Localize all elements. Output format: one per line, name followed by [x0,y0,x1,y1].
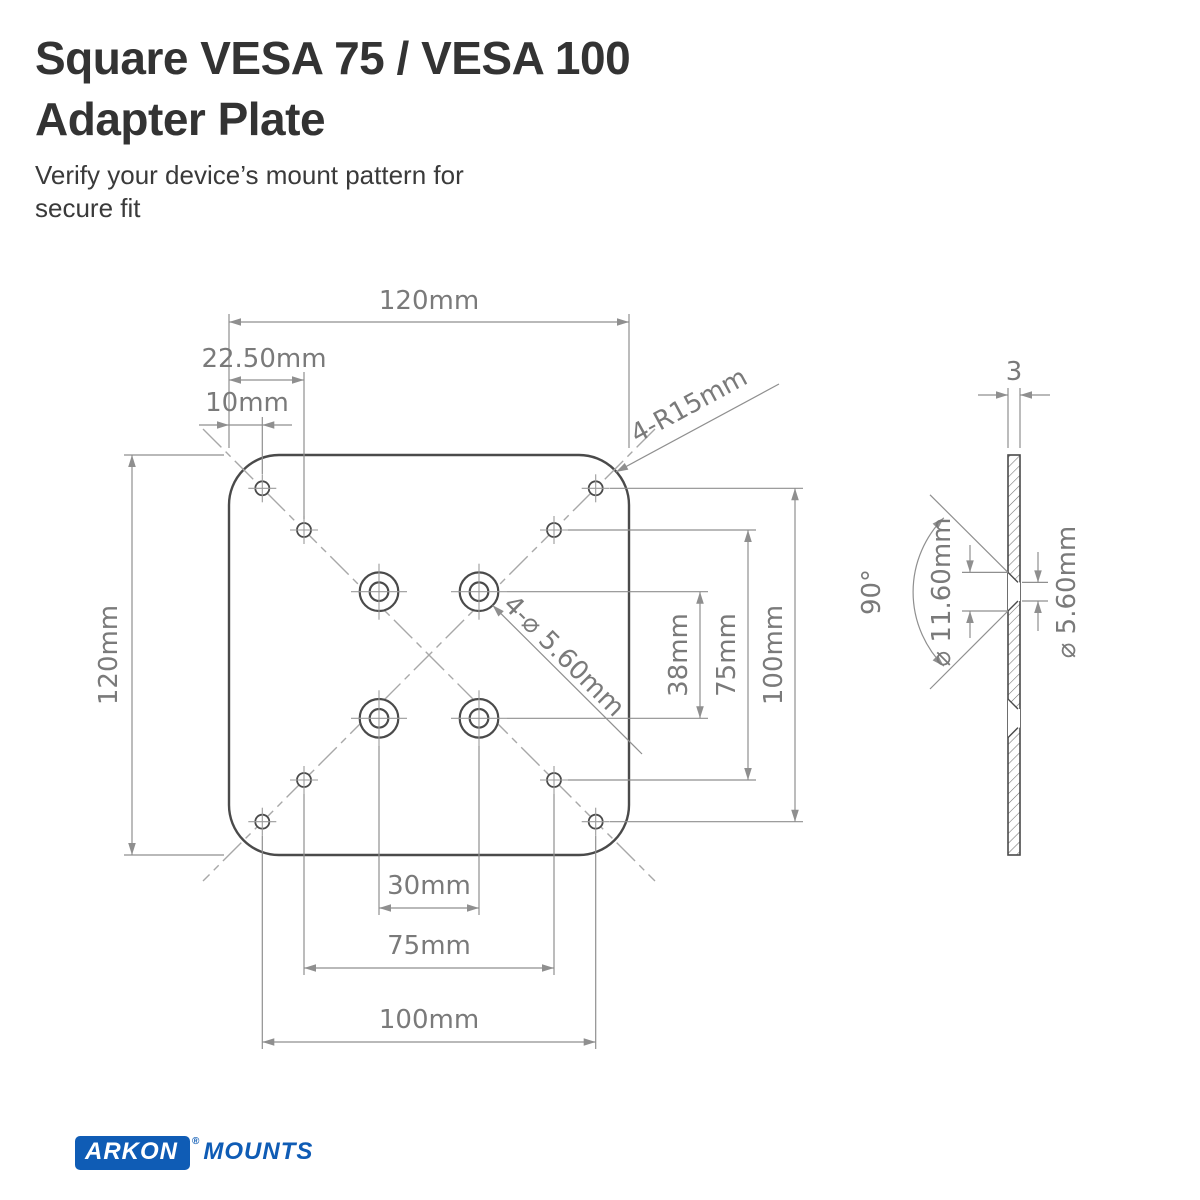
dim-overall-height: 120mm [94,454,224,856]
dim-vesa100-vertical-label: 100mm [759,605,789,705]
amps-hole [351,690,407,747]
vesa75-hole [290,766,318,794]
dim-thickness: 3 [978,357,1050,448]
dim-amps-vertical-label: 38mm [664,613,694,697]
dim-amps-vertical: 38mm [507,591,708,719]
dim-corner-radius-label: 4-R15mm [626,362,753,449]
dim-overall-height-label: 120mm [94,605,124,705]
dim-overall-width: 120mm [228,286,630,448]
vesa75-hole [540,766,568,794]
dim-thickness-label: 3 [1006,357,1023,387]
dim-corner-radius: 4-R15mm [615,362,780,473]
vesa100-hole [248,474,277,503]
side-view-plate [1007,454,1021,856]
vesa75-hole [290,516,318,544]
dim-amps-horizontal-label: 30mm [387,871,471,901]
dim-vesa100-edge-offset: 10mm [199,388,292,474]
dim-vesa75-edge-offset-label: 22.50mm [201,344,326,374]
logo-registered-mark: ® [192,1136,200,1147]
dim-countersink-diameter: ⌀ 11.60mm [927,517,1008,667]
page-title-line1: Square VESA 75 / VESA 100 [35,32,631,84]
dim-vesa75-edge-offset: 22.50mm [201,344,327,519]
dim-vesa75-vertical-label: 75mm [712,613,742,697]
front-view: 120mm 22.50mm 10mm 120mm 38m [94,286,803,1049]
logo-arkon-text: ARKON [75,1136,190,1170]
dim-vesa75-horizontal-label: 75mm [387,931,471,961]
vesa100-hole [248,807,277,836]
dim-vesa75-horizontal: 75mm [303,794,555,975]
dim-countersink-diameter-label: ⌀ 11.60mm [927,517,957,666]
dim-vesa100-horizontal-label: 100mm [379,1005,479,1035]
amps-hole [451,563,507,620]
vesa75-hole [540,516,568,544]
page-header: Square VESA 75 / VESA 100 Adapter Plate … [35,28,631,224]
dim-bore-diameter-label: ⌀ 5.60mm [1052,526,1082,658]
dim-overall-width-label: 120mm [379,286,479,316]
vesa100-hole [581,474,610,503]
page-subtitle-line1: Verify your device’s mount pattern for [35,160,464,191]
brand-logo: ARKON ® MOUNTS [75,1136,313,1170]
dim-vesa100-horizontal: 100mm [261,835,597,1049]
diagonal-centerline [202,428,656,882]
dim-countersink-angle: 90° [857,494,1009,690]
dim-vesa100-vertical: 100mm [610,487,803,823]
page-title-line2: Adapter Plate [35,92,326,145]
amps-hole [351,563,407,620]
vesa100-hole [581,807,610,836]
page-subtitle-line2: secure fit [35,192,141,223]
amps-hole [451,690,507,747]
dim-vesa100-edge-offset-label: 10mm [205,388,289,418]
side-view: 3 90° ⌀ 11.60mm ⌀ 5.60mm [857,357,1082,856]
dim-vesa75-vertical: 75mm [568,529,756,781]
dim-countersink-angle-label: 90° [857,569,887,615]
dim-amps-horizontal: 30mm [378,746,480,915]
logo-mounts-text: MOUNTS [203,1138,314,1165]
dim-bore-diameter: ⌀ 5.60mm [1022,526,1082,658]
